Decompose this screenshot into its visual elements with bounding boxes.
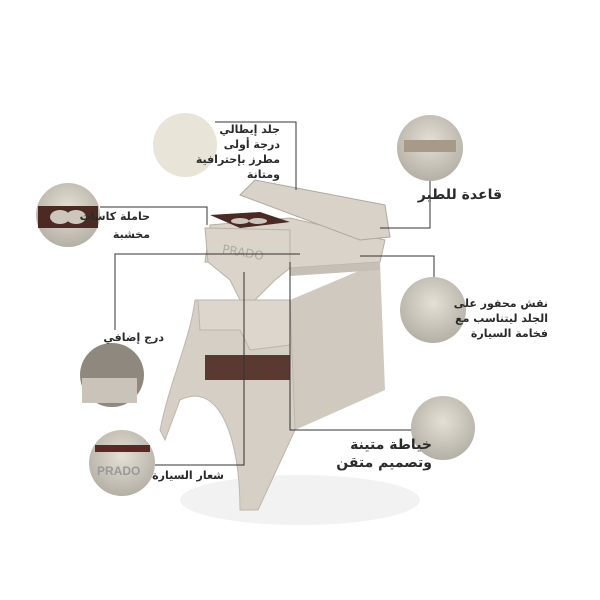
svg-text:PRADO: PRADO [97,464,140,478]
callout-line: جلد إيطالي [219,123,280,136]
callout-line: وتصميم متقن [336,455,432,471]
leather-callout: جلد إيطالي درجة أولى مطرز بإحترافية ومتا… [195,122,280,182]
callout-line: مخشبة [112,228,150,241]
engraving-detail-circle [400,277,466,343]
callout-line: درجة أولى [223,138,280,151]
callout-line: الجلد ليتناسب مع [455,312,548,325]
logo-panel [204,227,291,301]
stitching-detail-circle [411,396,475,460]
perforated-strip [290,262,380,276]
armrest-lid [239,179,391,241]
callout-line: نقش محفور على [453,297,548,310]
callout-line: خياطة متينة [350,437,432,453]
logo-callout: شعار السيارة [152,469,224,482]
callout-line: فخامة السيارة [470,327,548,340]
callout-lines [100,121,435,466]
leather-detail-circle [153,113,217,177]
side-panel [290,262,385,430]
base-callout: قاعدة للطير [417,187,502,203]
drawer-slot [205,355,290,380]
callout-line: ومتانة [246,168,280,181]
stitching-callout: خياطة متينة وتصميم متقن [336,436,432,472]
logo-detail-circle [89,430,155,496]
detail-circles: PRADO [36,113,475,496]
cup-holder-callout: حاملة كاسات مخشبة [79,208,150,244]
drawer-callout: درج إضافي [103,331,164,344]
engraving-callout: نقش محفور على الجلد ليتناسب مع فخامة الس… [453,296,548,341]
front-legs [159,299,296,511]
callout-line: مطرز بإحترافية [195,153,280,166]
callout-line: حاملة كاسات [79,210,150,223]
